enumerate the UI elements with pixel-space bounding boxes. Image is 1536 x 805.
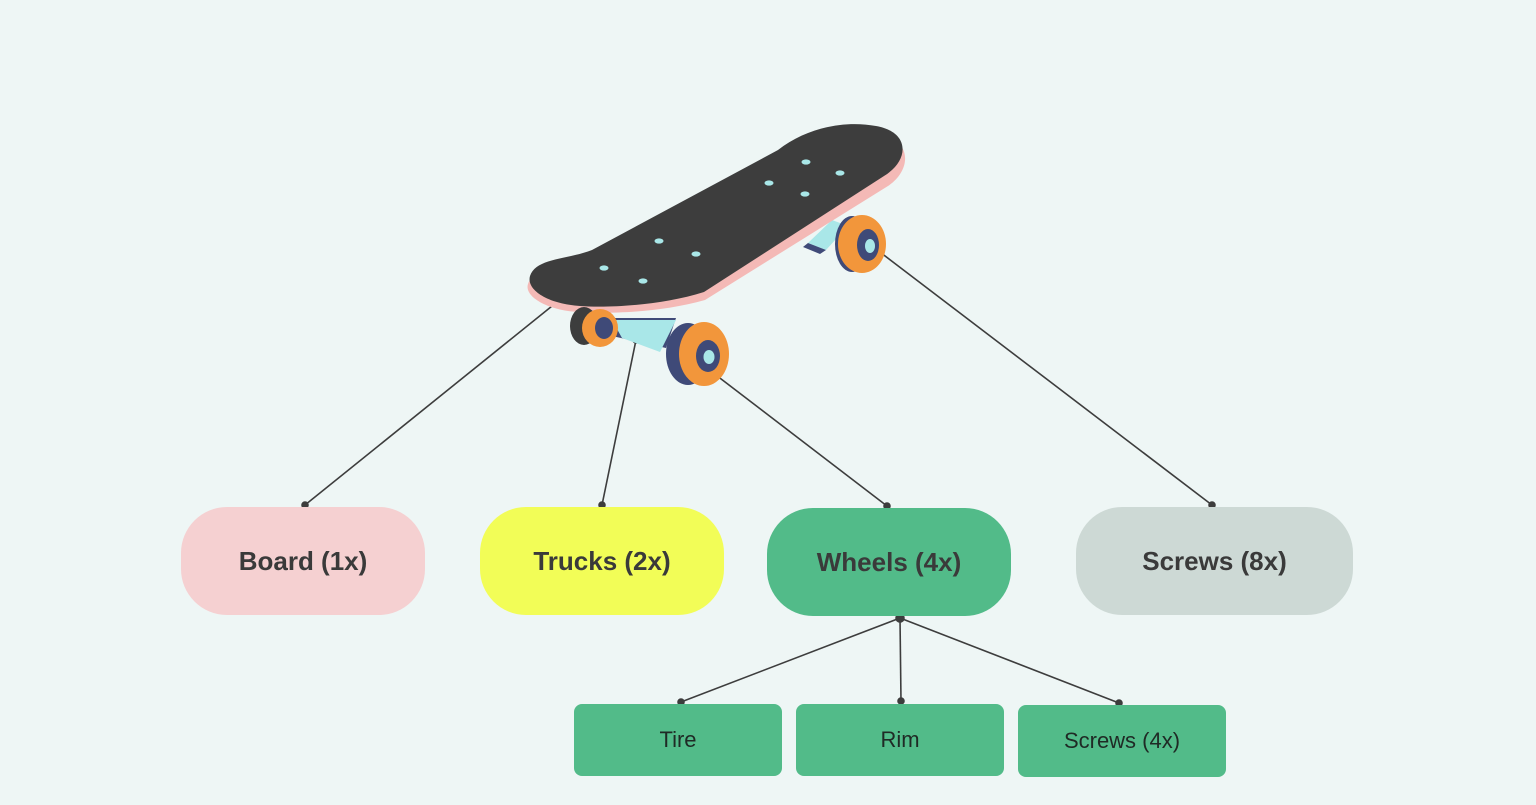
wheel-screws-label: Screws (4x)	[1063, 728, 1181, 753]
connector-rim	[899, 617, 902, 702]
wheel-screws-node: Screws (4x)	[1018, 705, 1226, 777]
wheels-node: Wheels (4x)	[767, 508, 1011, 616]
connector-board	[304, 297, 563, 506]
board-node: Board (1x)	[181, 507, 425, 615]
rim-label: Rim	[880, 727, 920, 752]
tire-node: Tire	[574, 704, 782, 776]
deck	[527, 124, 906, 313]
front-right-wheel-icon	[666, 322, 729, 386]
connector-wheels	[711, 371, 888, 507]
front-left-wheel-icon	[570, 307, 618, 347]
connector-wheel-screws	[899, 617, 1120, 704]
screws-label: Screws (8x)	[1142, 545, 1287, 576]
trucks-node: Trucks (2x)	[480, 507, 724, 615]
rim-node: Rim	[796, 704, 1004, 776]
rear-wheel-icon	[835, 215, 886, 273]
wheels-label: Wheels (4x)	[816, 546, 962, 577]
tire-label: Tire	[659, 727, 697, 752]
trucks-label: Trucks (2x)	[533, 545, 671, 576]
connector-screws	[871, 245, 1213, 506]
board-label: Board (1x)	[238, 545, 368, 576]
screws-node: Screws (8x)	[1076, 507, 1353, 615]
rear-truck	[803, 220, 848, 254]
connector-trucks	[601, 339, 637, 506]
connector-tire	[680, 617, 901, 703]
